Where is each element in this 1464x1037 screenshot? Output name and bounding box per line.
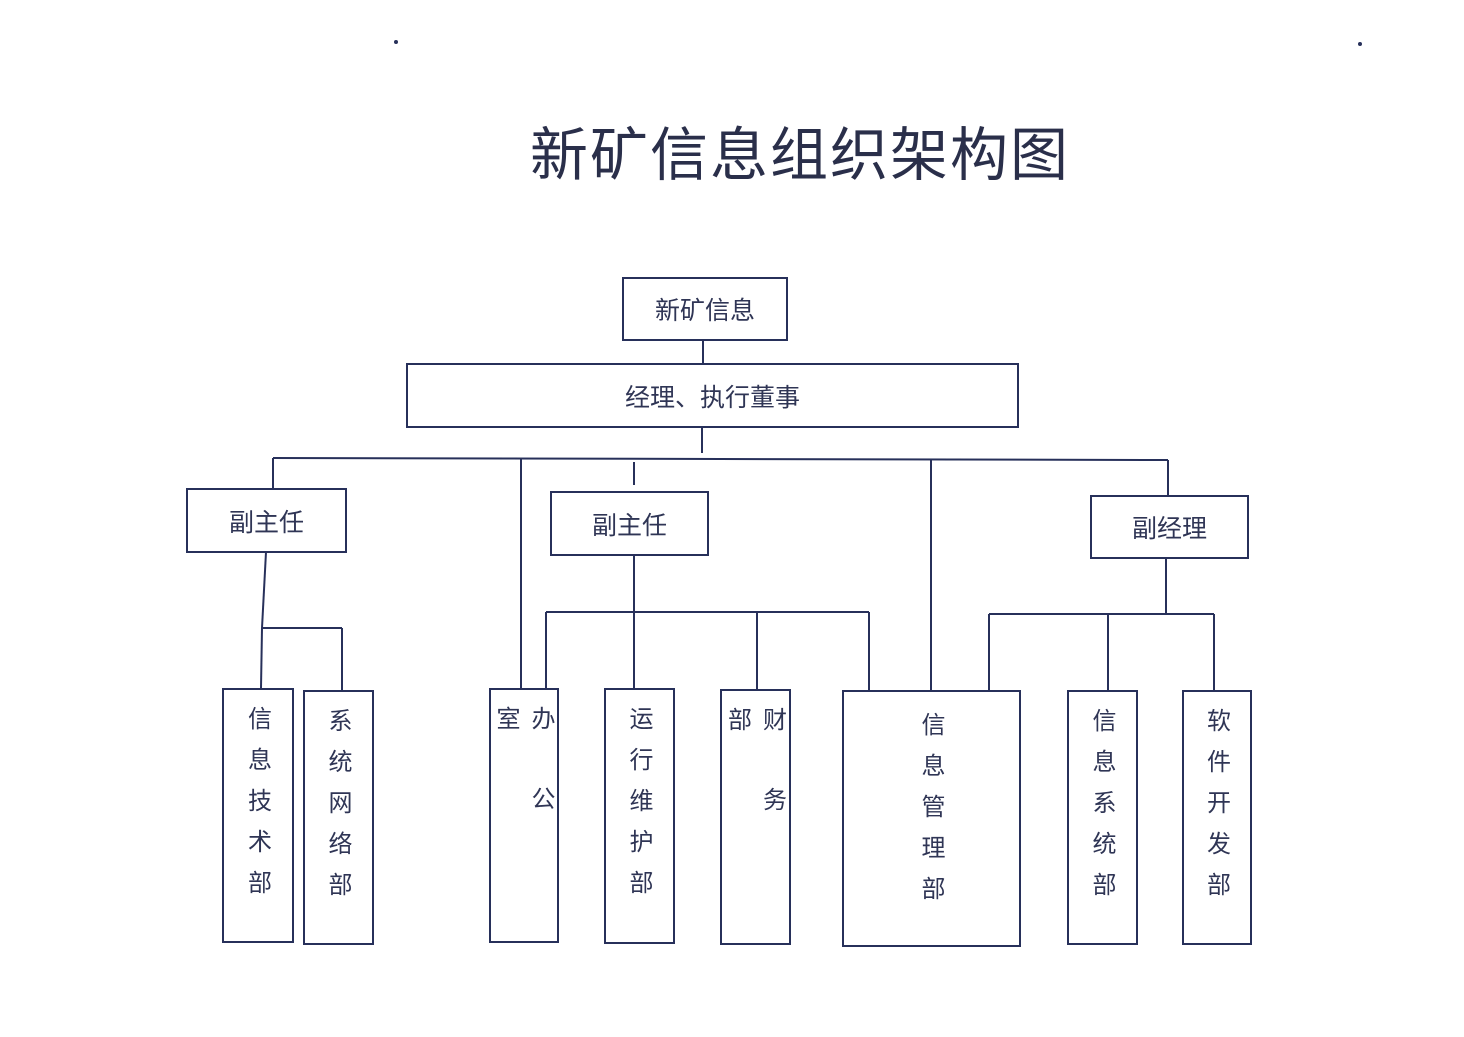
dept-info-management: 信息管理部 [842,690,1021,947]
dept-software-dev: 软件开发部 [1182,690,1252,945]
dept-label: 系统网络部 [324,708,352,913]
dept-system-network: 系统网络部 [303,690,374,945]
node-manager: 经理、执行董事 [406,363,1019,428]
dept-info-systems: 信息系统部 [1067,690,1138,945]
node-label: 副主任 [591,510,667,540]
dept-label: 信息技术部 [243,706,272,911]
dept-label: 运行维护部 [625,706,653,911]
node-deputy-director-1: 副主任 [186,488,347,553]
dept-label: 信息系统部 [1088,708,1116,913]
node-root: 新矿信息 [622,277,788,341]
node-deputy-manager: 副经理 [1090,495,1249,559]
node-label: 新矿信息 [654,296,755,325]
scan-speck [1358,42,1362,46]
dept-label: 办公室 [492,706,555,866]
dept-office: 办公室 [489,688,559,943]
dept-label: 财务部 [723,707,787,867]
node-label: 经理、执行董事 [624,382,800,412]
dept-label: 信息管理部 [917,712,945,917]
node-label: 副经理 [1131,514,1207,543]
chart-title: 新矿信息组织架构图 [529,121,1070,189]
scan-speck [394,40,398,44]
dept-label: 软件开发部 [1202,708,1231,913]
node-label: 副主任 [228,507,304,537]
dept-finance: 财务部 [720,689,791,945]
node-deputy-director-2: 副主任 [550,491,709,556]
dept-operations: 运行维护部 [604,688,675,944]
dept-info-tech: 信息技术部 [222,688,294,943]
